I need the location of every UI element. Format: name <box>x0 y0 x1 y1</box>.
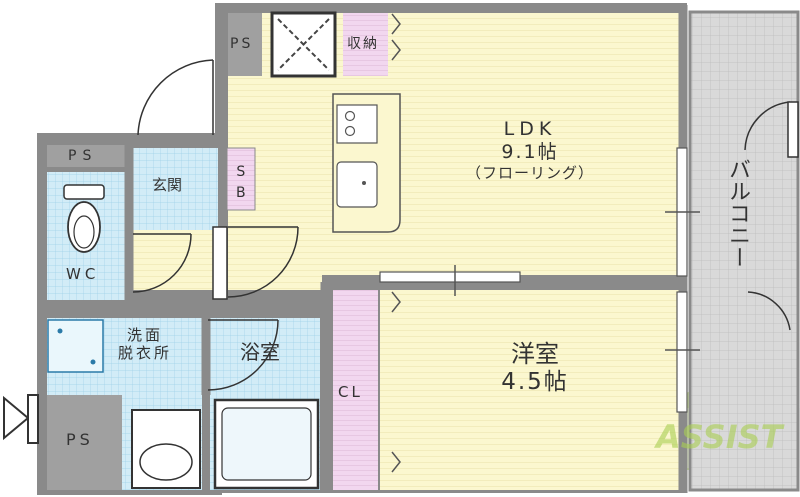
toilet-icon <box>67 201 101 253</box>
entrance-label: 玄関 <box>152 176 183 194</box>
ldk-label: LDK 9.1帖 （フローリング） <box>450 118 610 182</box>
balcony-label: バルコニー <box>725 158 750 268</box>
sliding-door <box>379 271 521 283</box>
ps-bottom-label: PS <box>66 430 94 449</box>
western-room-floor <box>380 290 680 490</box>
bathroom-label: 浴室 <box>240 340 280 364</box>
exterior-vent-icon <box>3 395 30 441</box>
ldk-name: LDK <box>503 118 557 140</box>
kitchen-sink <box>336 161 378 208</box>
western-size: 4.5帖 <box>501 368 569 395</box>
hall-floor <box>133 230 223 290</box>
storage-door-icon <box>391 13 401 35</box>
closet-door-icon <box>391 291 401 313</box>
entrance-floor <box>133 148 218 230</box>
door-swings <box>132 59 791 391</box>
assist-logo-text: ASSIST <box>656 418 783 456</box>
ps-left <box>47 145 129 167</box>
wc-label: WC <box>66 265 100 283</box>
ps-bottom <box>47 395 122 490</box>
western-label: 洋室 4.5帖 <box>470 340 600 396</box>
closet-cl <box>333 290 378 490</box>
ps-top <box>228 13 262 76</box>
storage-label: 収納 <box>347 36 379 52</box>
closet-label: CL <box>338 383 363 401</box>
storage-closet <box>343 13 388 76</box>
entrance-door <box>212 226 228 300</box>
ps-left-label: PS <box>68 148 98 164</box>
toilet-tank <box>63 184 105 200</box>
burner-icon <box>344 110 356 122</box>
shoe-box-label: S B <box>236 164 246 201</box>
washing-machine-pan <box>47 319 104 373</box>
washroom-label: 洗面 脱衣所 <box>118 326 173 362</box>
stove <box>336 104 378 144</box>
wash-basin <box>131 409 201 489</box>
balcony-side-door <box>787 101 799 158</box>
ps-top-label: PS <box>230 36 254 52</box>
balcony-window-lower <box>676 291 688 413</box>
ldk-size: 9.1帖 <box>501 140 559 163</box>
ldk-type: （フローリング） <box>465 163 594 182</box>
balcony-area <box>688 10 800 492</box>
shoe-box <box>224 147 256 211</box>
western-name: 洋室 <box>511 340 559 368</box>
